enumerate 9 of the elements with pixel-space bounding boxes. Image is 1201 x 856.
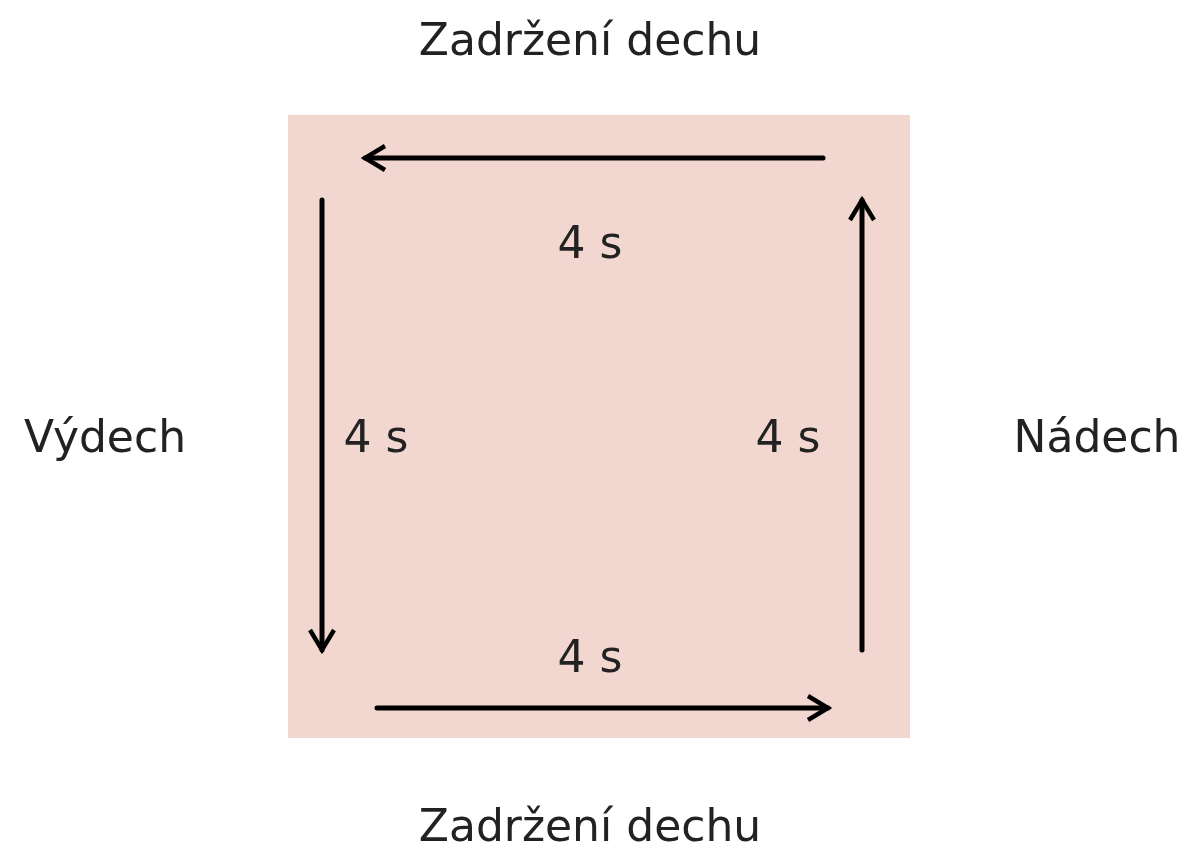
duration-label: 4 s <box>755 415 821 459</box>
duration-label: 4 s <box>557 635 623 679</box>
duration-label: 4 s <box>557 221 623 265</box>
phase-label: Zadržení dechu <box>418 18 762 62</box>
phase-label: Zadržení dechu <box>418 804 762 848</box>
phase-label: Nádech <box>1013 415 1181 459</box>
duration-label: 4 s <box>343 415 409 459</box>
phase-label: Výdech <box>24 415 186 459</box>
square-background <box>288 115 910 738</box>
